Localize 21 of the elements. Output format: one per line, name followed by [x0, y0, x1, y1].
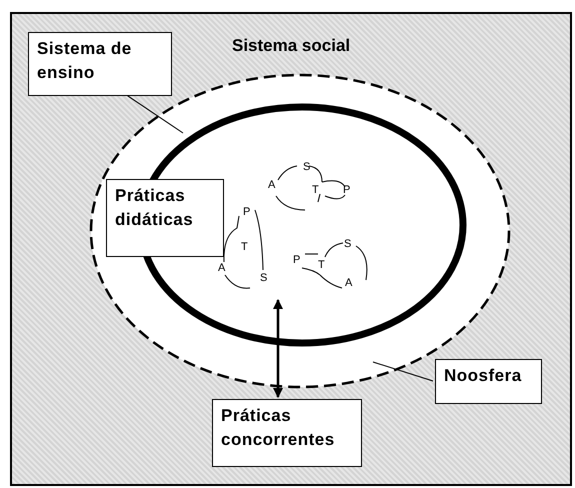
label-box: Sistema de ensino [28, 32, 172, 96]
letter-label: A [345, 277, 352, 289]
letter-label: P [243, 206, 250, 218]
letter-label: A [218, 262, 226, 274]
letter-label: S [303, 161, 310, 173]
letter-label: P [293, 254, 300, 266]
letter-label: T [318, 259, 325, 271]
letter-label: S [260, 272, 268, 284]
label-box: Noosfera [435, 359, 542, 404]
letter-label: P [343, 184, 350, 196]
letter-label: S [344, 238, 352, 250]
letter-label: T [312, 184, 319, 196]
label-box: Práticas concorrentes [212, 399, 362, 467]
heading-text: Sistema social [232, 36, 350, 56]
leader-line [372, 362, 434, 382]
frame-panel [10, 12, 572, 486]
arrow [273, 299, 283, 398]
leader-line [124, 94, 184, 134]
label-box: Práticas didáticas [106, 179, 224, 257]
letter-label: T [241, 241, 248, 253]
letter-label: A [268, 179, 276, 191]
